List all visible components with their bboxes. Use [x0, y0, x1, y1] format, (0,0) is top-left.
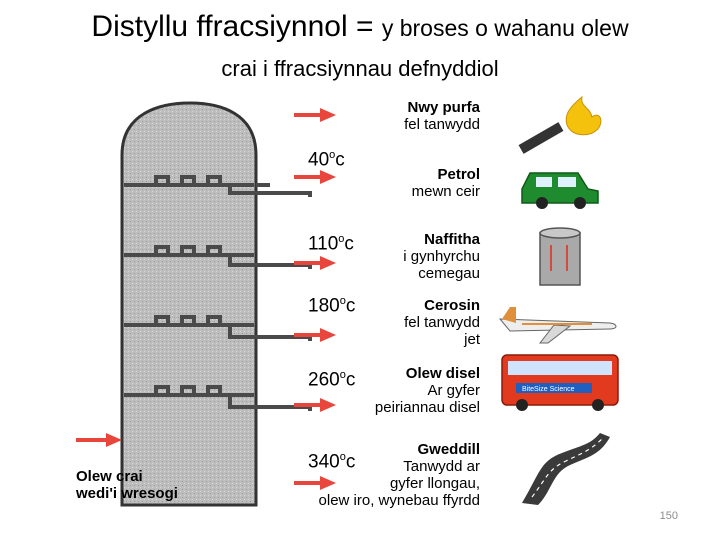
fraction-name: Gweddill: [417, 441, 480, 458]
fraction-use: mewn ceir: [411, 183, 480, 200]
fraction-name: Cerosin: [424, 297, 480, 314]
column-trays: [124, 175, 312, 411]
crude-oil-line1: Olew crai: [76, 468, 143, 485]
fraction-use-line2: cemegau: [418, 265, 480, 282]
temp-unit: c: [345, 295, 356, 317]
temp-label-340: 340oc: [308, 451, 355, 473]
fraction-use-line1: Ar gyfer: [427, 382, 480, 399]
fractional-distillation-diagram: BiteSize Science Nwy purfa fel tanwydd P…: [70, 93, 626, 511]
arrow-gweddill: [294, 476, 336, 490]
drum-icon: [539, 227, 581, 286]
output-arrows: [76, 108, 336, 490]
fraction-name: Naffitha: [424, 231, 480, 248]
slide-title-line1: Distyllu ffracsiynnol = y broses o wahan…: [0, 10, 720, 44]
fraction-label-olew-disel: Olew disel Ar gyfer peiriannau disel: [375, 365, 480, 416]
flame-icon: [518, 95, 602, 154]
arrow-crude-in: [76, 433, 122, 447]
fraction-use-line1: fel tanwydd: [404, 314, 480, 331]
fraction-use-line2: peiriannau disel: [374, 399, 480, 416]
bus-sign-text: BiteSize Science: [522, 386, 575, 393]
degree-symbol: o: [338, 233, 345, 245]
temp-value: 180: [308, 295, 340, 317]
diagram-graphics: BiteSize Science: [76, 95, 619, 507]
distillation-column: [120, 101, 258, 507]
degree-symbol: o: [339, 295, 346, 307]
fraction-label-nwy-purfa: Nwy purfa fel tanwydd: [404, 99, 480, 133]
fraction-label-gweddill: Gweddill Tanwydd ar gyfer llongau, olew …: [319, 441, 480, 509]
temp-label-110: 110oc: [308, 233, 354, 255]
car-icon: [521, 172, 599, 209]
fraction-name: Nwy purfa: [407, 99, 480, 116]
arrow-cerosin: [294, 328, 336, 342]
temp-label-180: 180oc: [308, 295, 355, 317]
fraction-use-line1: i gynhyrchu: [403, 248, 480, 265]
arrow-petrol: [294, 170, 336, 184]
temp-label-40: 40oc: [308, 149, 345, 171]
temp-unit: c: [345, 369, 356, 391]
fraction-name: Olew disel: [405, 365, 480, 382]
fraction-name: Petrol: [437, 166, 480, 183]
degree-symbol: o: [339, 369, 346, 381]
page-number: 150: [659, 510, 678, 522]
crude-oil-line2: wedi'i wresogi: [76, 485, 178, 502]
bus-icon: BiteSize Science: [501, 354, 619, 411]
temp-value: 260: [308, 369, 340, 391]
arrow-nwy-purfa: [294, 108, 336, 122]
slide-title-line2: crai i ffracsiynnau defnyddiol: [221, 56, 499, 81]
temp-value: 110: [308, 233, 339, 255]
degree-symbol: o: [329, 149, 336, 161]
jet-plane-icon: [498, 307, 617, 344]
temp-unit: c: [344, 233, 354, 255]
temp-value: 40: [308, 149, 330, 171]
crude-oil-label: Olew crai wedi'i wresogi: [76, 468, 178, 502]
fraction-use: fel tanwydd: [404, 116, 480, 133]
road-icon: [522, 433, 610, 505]
arrow-olew-disel: [294, 398, 336, 412]
temp-value: 340: [308, 451, 340, 473]
fraction-use-line1: Tanwydd ar: [403, 458, 480, 475]
temp-unit: c: [335, 149, 345, 171]
fraction-label-petrol: Petrol mewn ceir: [412, 166, 480, 200]
title-small: y broses o wahanu olew: [381, 15, 629, 41]
arrow-naffitha: [294, 256, 336, 270]
fraction-use-line2: gyfer llongau,: [389, 475, 480, 492]
degree-symbol: o: [339, 451, 346, 463]
fraction-label-cerosin: Cerosin fel tanwydd jet: [404, 297, 480, 348]
temp-label-260: 260oc: [308, 369, 355, 391]
fraction-use-line2: jet: [464, 331, 480, 348]
title-main: Distyllu ffracsiynnol =: [91, 10, 382, 43]
fraction-use-line3: olew iro, wynebau ffyrdd: [318, 492, 480, 509]
temp-unit: c: [345, 451, 356, 473]
fraction-label-naffitha: Naffitha i gynhyrchu cemegau: [403, 231, 480, 282]
